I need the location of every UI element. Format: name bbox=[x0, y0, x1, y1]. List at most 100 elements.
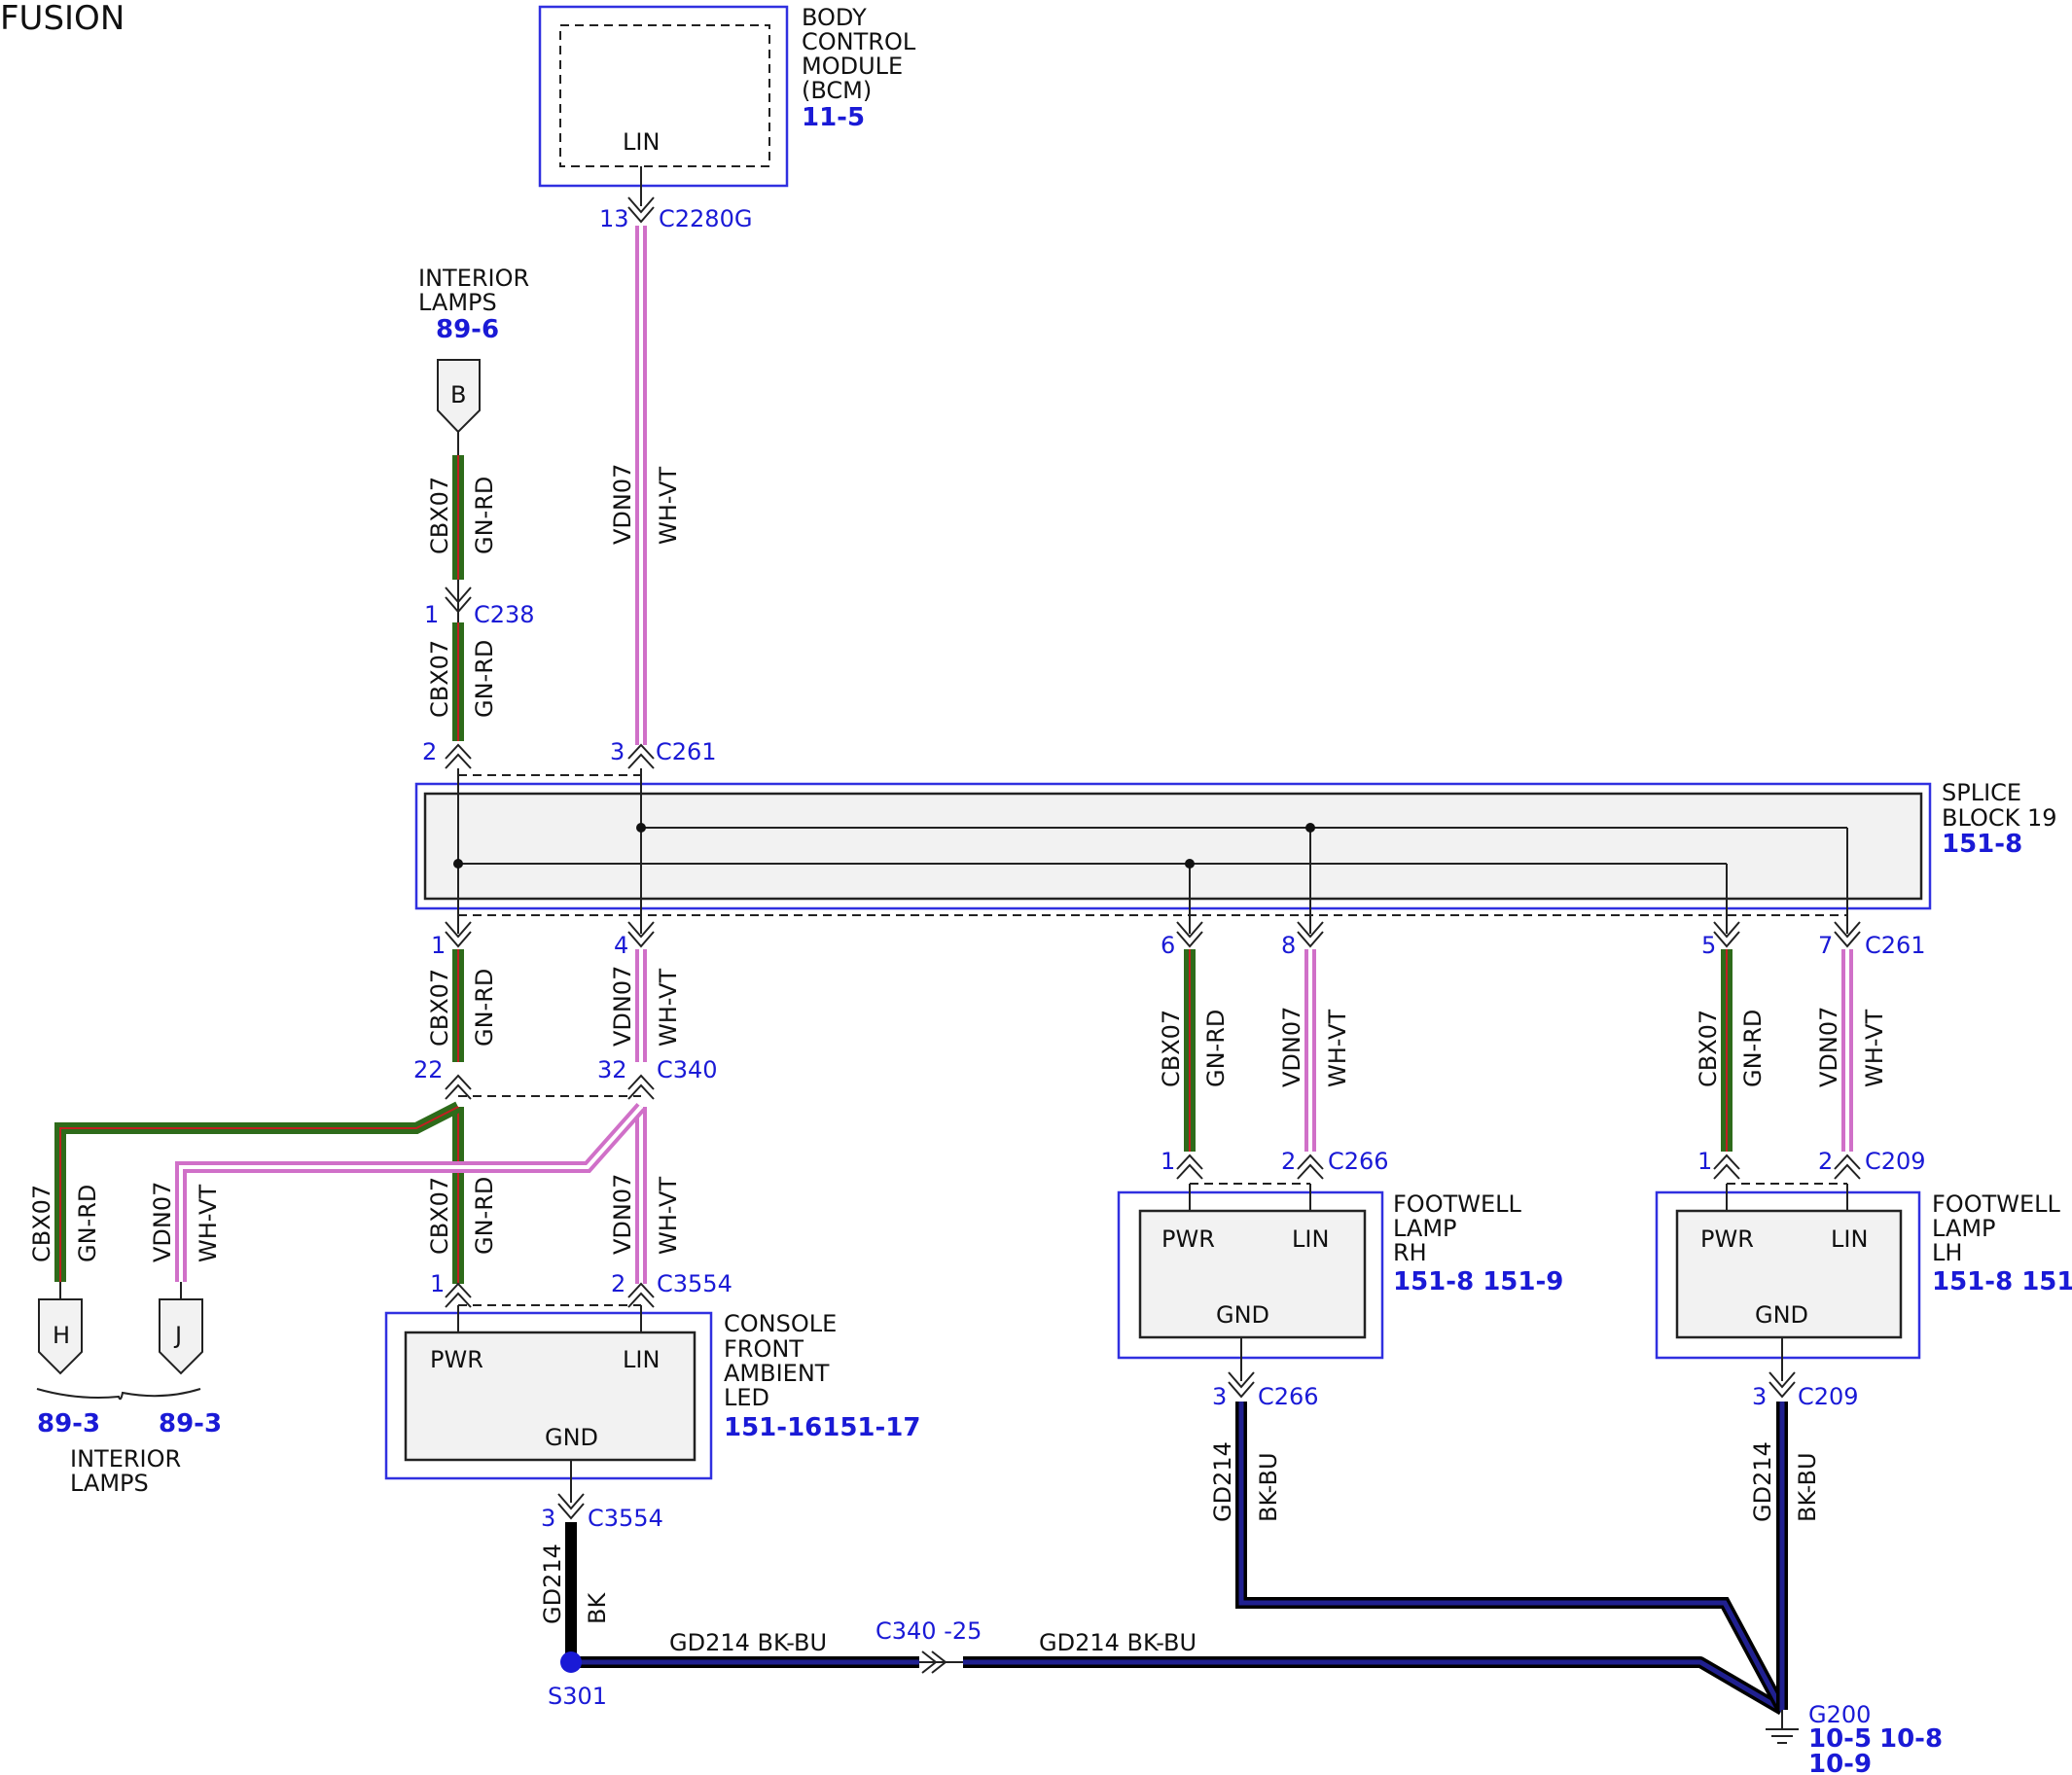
wire-label-vdn07: VDN07 bbox=[609, 1174, 636, 1255]
console-name-line-1: CONSOLE bbox=[724, 1310, 837, 1337]
wire-label-gn-rd: GN-RD bbox=[1202, 1010, 1230, 1087]
splice-block-19: SPLICE BLOCK 19 151-8 bbox=[414, 768, 2057, 934]
c261-pin-3: 3 bbox=[610, 738, 625, 765]
wire-label-cbx07: CBX07 bbox=[426, 640, 453, 718]
interior-lamps-top: INTERIOR LAMPS 89-6 B bbox=[418, 265, 529, 455]
connector-tab-icon bbox=[159, 1298, 203, 1375]
wire-label-wh-vt: WH-VT bbox=[655, 1177, 682, 1255]
wire-label-gn-rd: GN-RD bbox=[471, 1177, 498, 1255]
c261-label-top: C261 bbox=[656, 738, 717, 765]
c261-pin-8: 8 bbox=[1281, 932, 1296, 959]
s301-label: S301 bbox=[548, 1683, 607, 1710]
c261-label-bottom: C261 bbox=[1865, 932, 1926, 959]
g200-label: G200 bbox=[1808, 1701, 1871, 1728]
body-control-module: LIN BODY CONTROL MODULE (BCM) 11-5 13 C2… bbox=[538, 4, 916, 232]
wire-label-bk-bu: BK-BU bbox=[1794, 1452, 1821, 1522]
bcm-name-line-3: MODULE bbox=[802, 53, 903, 80]
c261-pin-7: 7 bbox=[1818, 932, 1833, 959]
connector-c3554-bottom: 3 C3554 bbox=[541, 1493, 663, 1532]
wire-label-gd214: GD214 bbox=[1749, 1441, 1776, 1522]
wire-label-gd214: GD214 bbox=[539, 1544, 566, 1624]
splice-name-line-2: BLOCK 19 bbox=[1942, 804, 2057, 832]
wire-label-wh-vt: WH-VT bbox=[1861, 1010, 1888, 1087]
footwell-rh-line-3: RH bbox=[1393, 1239, 1427, 1266]
c3554-label-top: C3554 bbox=[657, 1270, 732, 1297]
bcm-lin-label: LIN bbox=[623, 128, 660, 156]
c340-label: C340 bbox=[657, 1056, 718, 1083]
wire-label-gn-rd: GN-RD bbox=[74, 1185, 101, 1262]
wire-vdn07-branch-to-lamps-j bbox=[175, 1103, 646, 1282]
wire-label-cbx07: CBX07 bbox=[1695, 1010, 1722, 1087]
c266-pin-1: 1 bbox=[1161, 1148, 1175, 1175]
console-pwr-label: PWR bbox=[430, 1346, 483, 1373]
diagram-title: FUSION bbox=[0, 0, 125, 38]
wire-label-cbx07: CBX07 bbox=[426, 969, 453, 1047]
c266-label-bottom: C266 bbox=[1258, 1383, 1319, 1410]
console-name-line-3: AMBIENT bbox=[724, 1360, 830, 1387]
c266-pin-2: 2 bbox=[1281, 1148, 1296, 1175]
wire-label-cbx07: CBX07 bbox=[28, 1185, 55, 1262]
wire-label-vdn07: VDN07 bbox=[1278, 1007, 1305, 1087]
brace-icon bbox=[36, 1388, 201, 1401]
console-front-ambient-led: PWR LIN GND CONSOLE FRONT AMBIENT LED 15… bbox=[384, 1305, 921, 1503]
wire-label-gd214-bk-bu: GD214 BK-BU bbox=[669, 1629, 827, 1656]
connector-c261-bottom: 1 4 6 8 5 7 C261 bbox=[431, 921, 1926, 959]
footwell-lh-pwr-label: PWR bbox=[1700, 1225, 1754, 1253]
wire-label-gn-rd: GN-RD bbox=[471, 640, 498, 718]
wire-label-gn-rd: GN-RD bbox=[471, 969, 498, 1047]
c3554-pin-2: 2 bbox=[611, 1270, 625, 1297]
interior-lamps-letter-j: J bbox=[173, 1322, 182, 1349]
footwell-lh-line-1: FOOTWELL bbox=[1932, 1190, 2061, 1218]
interior-lamps-bottom-line-2: LAMPS bbox=[70, 1470, 149, 1497]
c266-pin-3: 3 bbox=[1212, 1383, 1227, 1410]
bcm-ref: 11-5 bbox=[802, 103, 865, 132]
footwell-rh-line-1: FOOTWELL bbox=[1393, 1190, 1522, 1218]
wire-label-vdn07: VDN07 bbox=[1815, 1007, 1842, 1087]
wire-label-cbx07: CBX07 bbox=[426, 1177, 453, 1255]
bcm-name-line-4: (BCM) bbox=[802, 77, 872, 104]
connector-c340: 22 32 C340 bbox=[413, 1056, 718, 1100]
wire-label-vdn07: VDN07 bbox=[609, 464, 636, 545]
connector-c261-top: 2 3 C261 bbox=[422, 738, 717, 776]
footwell-rh-gnd-label: GND bbox=[1216, 1301, 1269, 1329]
c261-pin-4: 4 bbox=[614, 932, 628, 959]
bcm-name-line-1: BODY bbox=[802, 4, 867, 31]
bcm-pin: 13 bbox=[599, 205, 629, 232]
bcm-name-line-2: CONTROL bbox=[802, 28, 916, 55]
interior-lamps-top-letter: B bbox=[450, 381, 466, 408]
interior-lamps-top-line-2: LAMPS bbox=[418, 289, 497, 316]
wires bbox=[54, 226, 1853, 1716]
wire-label-bk-bu: BK-BU bbox=[1255, 1452, 1282, 1522]
console-name-line-4: LED bbox=[724, 1384, 769, 1411]
interior-lamps-top-ref: 89-6 bbox=[436, 315, 499, 344]
wire-cbx07-branch-to-lamps-h bbox=[54, 1101, 461, 1282]
wire-label-vdn07: VDN07 bbox=[609, 966, 636, 1047]
footwell-lh-lin-label: LIN bbox=[1831, 1225, 1868, 1253]
c261-pin-1: 1 bbox=[431, 932, 446, 959]
footwell-rh-line-2: LAMP bbox=[1393, 1215, 1457, 1242]
c261-pin-5: 5 bbox=[1701, 932, 1716, 959]
footwell-lh-ref: 151-8 151-9 bbox=[1932, 1267, 2072, 1296]
console-name-line-2: FRONT bbox=[724, 1335, 804, 1363]
connector-arrow-icon bbox=[627, 196, 655, 214]
console-ref: 151-16151-17 bbox=[724, 1413, 921, 1442]
ground-icon bbox=[1766, 1728, 1799, 1744]
wire-label-cbx07: CBX07 bbox=[1158, 1010, 1185, 1087]
interior-lamps-bottom: H J 89-3 89-3 INTERIOR LAMPS bbox=[36, 1282, 222, 1497]
g200-ref-3: 10-9 bbox=[1808, 1750, 1872, 1775]
wire-label-bk: BK bbox=[584, 1592, 611, 1624]
wire-label-wh-vt: WH-VT bbox=[655, 969, 682, 1047]
footwell-lh-line-3: LH bbox=[1932, 1239, 1962, 1266]
c209-pin-1: 1 bbox=[1697, 1148, 1712, 1175]
connector-c3554-top: 1 2 C3554 bbox=[430, 1270, 732, 1308]
connector-tab-icon bbox=[38, 1298, 83, 1375]
wire-gd214-c340-25-to-g200 bbox=[963, 1656, 1786, 1716]
c261-pin-2: 2 bbox=[422, 738, 437, 765]
bcm-connector: C2280G bbox=[659, 205, 752, 232]
g200-ref-1: 10-5 bbox=[1808, 1724, 1872, 1754]
wire-label-wh-vt: WH-VT bbox=[1324, 1010, 1351, 1087]
c340-pin-32: 32 bbox=[597, 1056, 627, 1083]
c340-25-label: C340 -25 bbox=[875, 1617, 982, 1645]
wire-label-cbx07: CBX07 bbox=[426, 477, 453, 554]
console-lin-label: LIN bbox=[623, 1346, 660, 1373]
